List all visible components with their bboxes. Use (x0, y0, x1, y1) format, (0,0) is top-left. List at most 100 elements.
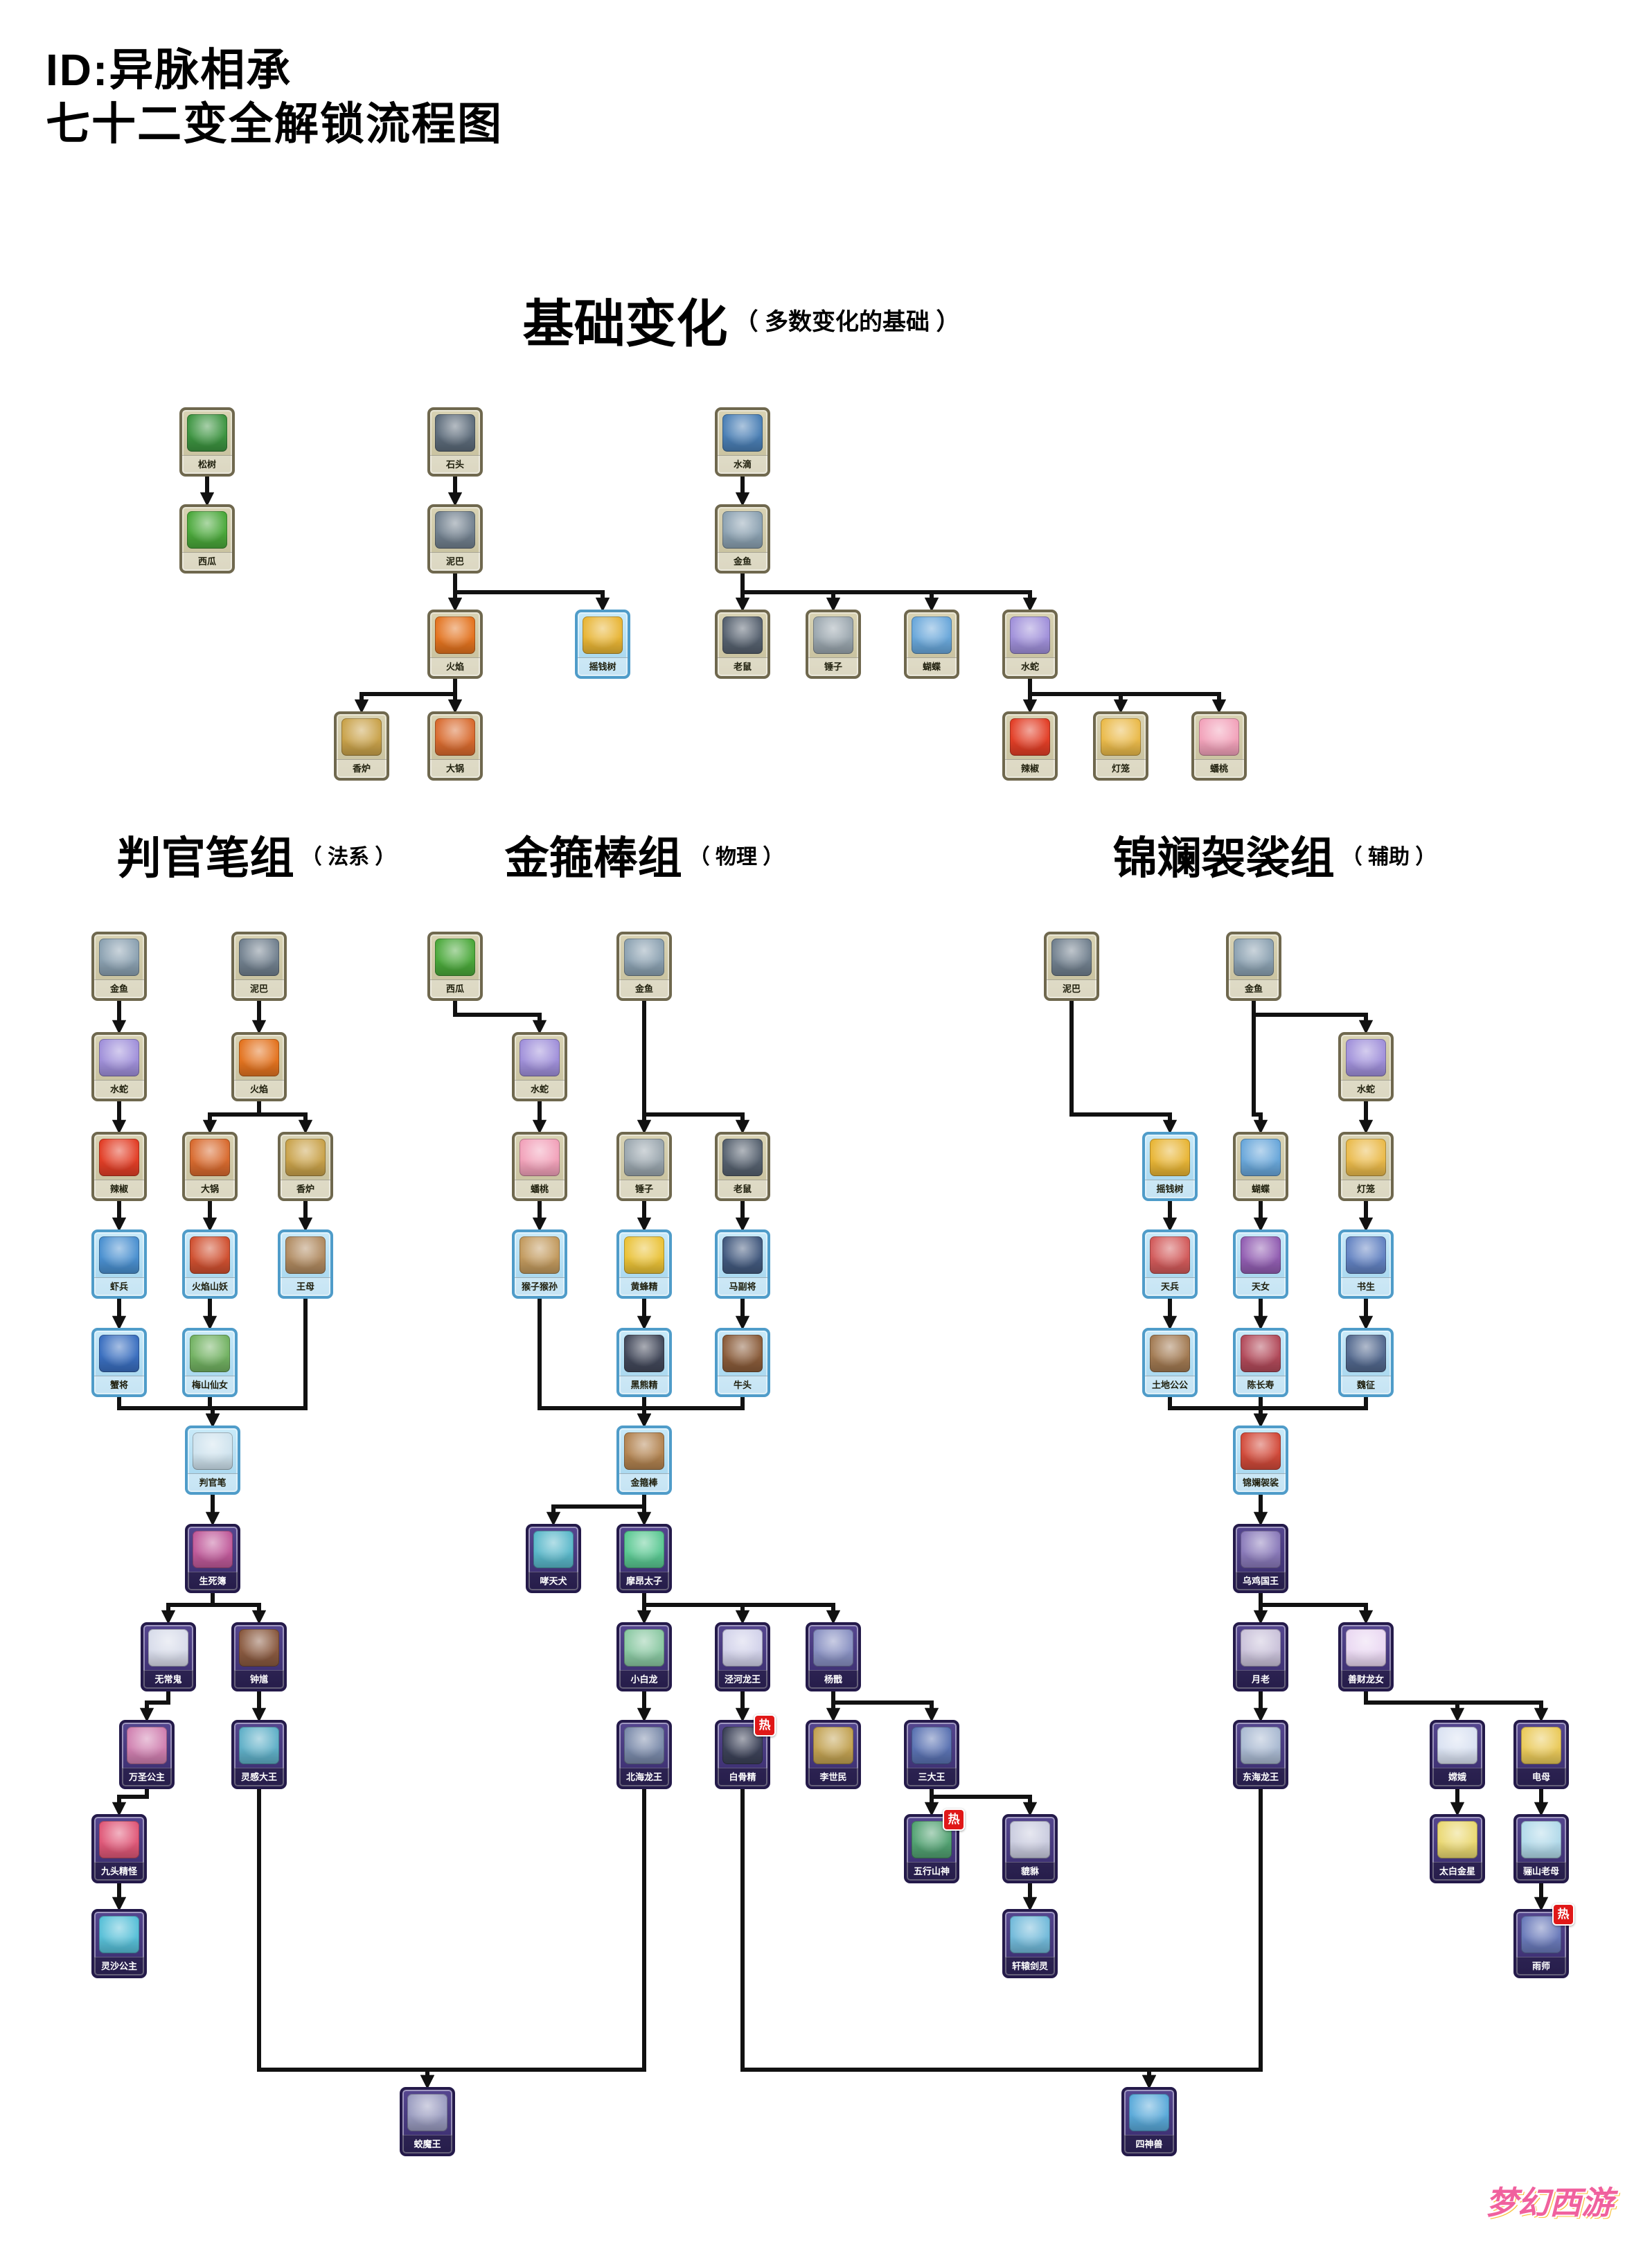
node-j_shusheng: 书生 (1338, 1229, 1394, 1299)
section-title: 锦斓袈裟组 (1112, 833, 1335, 883)
p_xiejiang-icon (99, 1335, 139, 1372)
node-label: 陈长寿 (1236, 1376, 1286, 1394)
node-j_shuishe: 水蛇 (1338, 1032, 1394, 1101)
node-label: 哮天犬 (529, 1572, 578, 1590)
edge-p_linggan-jiaomo (257, 1786, 435, 2090)
j_chenchangshou-icon (1241, 1335, 1281, 1372)
node-b_xigua: 西瓜 (179, 504, 235, 574)
node-label: 魏征 (1341, 1376, 1391, 1394)
j_tiannv-icon (1241, 1236, 1281, 1274)
edge-p_wangmu-p_panguanbi (205, 1296, 308, 1428)
node-label: 书生 (1341, 1277, 1391, 1296)
node-j_tiannv: 天女 (1233, 1229, 1288, 1299)
node-j_shancai: 善财龙女 (1338, 1622, 1394, 1691)
node-p_shuishe: 水蛇 (91, 1032, 147, 1101)
node-label: 金箍棒 (619, 1473, 669, 1492)
edge-g_yangjian-g_sandawang (831, 1689, 939, 1723)
section-header-jinlan: 锦斓袈裟组（ 辅助 ） (1113, 823, 1437, 887)
node-label: 太白金星 (1432, 1862, 1482, 1881)
edge-p_xiejiang-p_panguanbi (117, 1394, 220, 1428)
node-b_daguo: 大锅 (427, 711, 483, 781)
node-g_houzi: 猴子猴孙 (512, 1229, 567, 1299)
b_shuidi-icon (722, 414, 763, 452)
node-j_donghai: 东海龙王 (1233, 1720, 1288, 1789)
edge-p_shengsibu-p_zhongkui (211, 1590, 267, 1625)
b_niba-icon (435, 511, 475, 549)
node-label: 无常鬼 (143, 1670, 193, 1689)
node-label: 轩辕剑灵 (1005, 1957, 1055, 1975)
node-label: 松树 (182, 455, 232, 474)
node-p_huoshan: 火焰山妖 (182, 1229, 238, 1299)
node-label: 李世民 (808, 1768, 858, 1786)
node-p_daguo: 大锅 (182, 1132, 238, 1201)
node-g_jingubang: 金箍棒 (616, 1426, 672, 1495)
node-p_wansheng: 万圣公主 (119, 1720, 175, 1789)
node-label: 虾兵 (94, 1277, 144, 1296)
g_heixiong-icon (624, 1335, 664, 1372)
node-b_pantao: 蟠桃 (1191, 711, 1247, 781)
b_chuizi-icon (813, 616, 853, 654)
node-b_yaoqianshu: 摇钱树 (575, 610, 630, 679)
node-label: 灵感大王 (234, 1768, 284, 1786)
node-label: 泾河龙王 (718, 1670, 767, 1689)
p_wangmu-icon (285, 1236, 326, 1274)
g_pantao-icon (519, 1139, 560, 1176)
node-p_shengsibu: 生死簿 (185, 1524, 240, 1593)
node-g_wuxing: 五行山神热 (904, 1809, 965, 1883)
node-label: 香炉 (337, 759, 387, 778)
g_chuizi-icon (624, 1139, 664, 1176)
hot-badge: 热 (754, 1714, 776, 1737)
node-j_tudi: 土地公公 (1142, 1328, 1198, 1397)
node-g_heixiong: 黑熊精 (616, 1328, 672, 1397)
g_laoshu-icon (722, 1139, 763, 1176)
section-note: （ 法系 ） (301, 846, 396, 869)
g_mamian-icon (722, 1236, 763, 1274)
p_daguo-icon (190, 1139, 230, 1176)
node-label: 牛头 (718, 1376, 767, 1394)
p_niba-icon (239, 939, 279, 976)
section-note: （ 多数变化的基础 ） (734, 309, 960, 335)
section-header-panguan: 判官笔组（ 法系 ） (117, 823, 396, 887)
p_lajiao-icon (99, 1139, 139, 1176)
node-label: 泥巴 (234, 979, 284, 998)
node-label: 西瓜 (182, 552, 232, 571)
j_shancai-icon (1346, 1629, 1386, 1667)
node-label: 貔貅 (1005, 1862, 1055, 1881)
node-label: 猴子猴孙 (515, 1277, 565, 1296)
node-label: 蟹将 (94, 1376, 144, 1394)
node-p_xiejiang: 蟹将 (91, 1328, 147, 1397)
edge-p_wansheng-p_jiutou (112, 1786, 149, 1817)
edge-b_jinyu-b_chuizi (740, 571, 841, 612)
node-p_wuchang: 无常鬼 (141, 1622, 196, 1691)
section-header-base: 基础变化（ 多数变化的基础 ） (523, 283, 960, 357)
node-label: 摇钱树 (578, 657, 628, 676)
b_yaoqianshu-icon (583, 616, 623, 654)
g_jinyu-icon (624, 939, 664, 976)
node-g_shuishe: 水蛇 (512, 1032, 567, 1101)
node-label: 泥巴 (1047, 979, 1096, 998)
node-p_zhongkui: 钟馗 (231, 1622, 287, 1691)
node-label: 四神兽 (1124, 2135, 1174, 2153)
node-label: 王母 (281, 1277, 330, 1296)
j_niba-icon (1051, 939, 1092, 976)
node-b_shuidi: 水滴 (715, 407, 770, 477)
edge-g_jingubang-g_xiaotian (546, 1492, 646, 1527)
j_taibai-icon (1437, 1821, 1477, 1858)
edge-p_huoyan-p_xianglu (257, 1099, 313, 1135)
node-b_niba: 泥巴 (427, 504, 483, 574)
node-j_jinlan: 锦斓袈裟 (1233, 1426, 1288, 1495)
node-label: 灵沙公主 (94, 1957, 144, 1975)
node-label: 辣椒 (94, 1180, 144, 1198)
j_denglong-icon (1346, 1139, 1386, 1176)
node-b_shuishe: 水蛇 (1002, 610, 1058, 679)
node-g_xiaobailong: 小白龙 (616, 1622, 672, 1691)
b_lajiao-icon (1010, 718, 1050, 756)
node-label: 锤子 (619, 1180, 669, 1198)
j_wuji-icon (1241, 1531, 1281, 1568)
sishen-icon (1129, 2094, 1169, 2131)
node-g_moang: 摩昂太子 (616, 1524, 672, 1593)
node-label: 西瓜 (430, 979, 480, 998)
node-label: 杨戬 (808, 1670, 858, 1689)
node-p_xianglu: 香炉 (278, 1132, 333, 1201)
